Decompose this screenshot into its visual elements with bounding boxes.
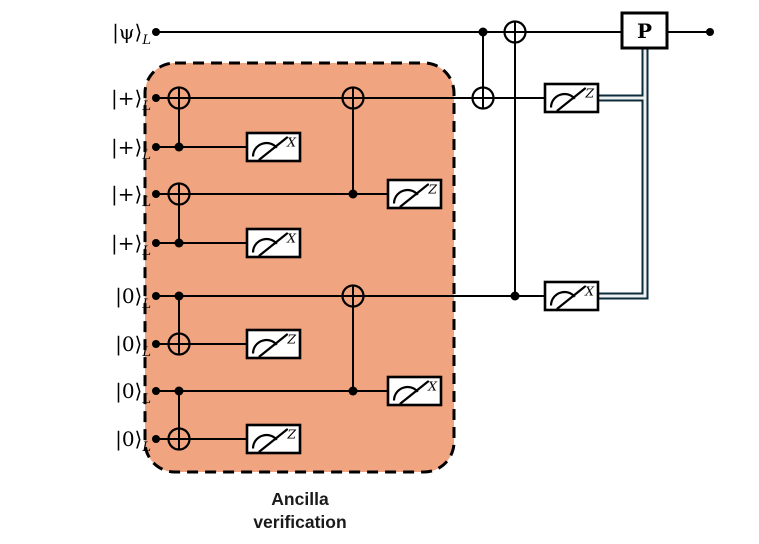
measurement-gate-z: Z: [543, 82, 600, 114]
ancilla-verification-caption: Ancilla verification: [253, 489, 346, 532]
measurement-gate-z: Z: [386, 178, 443, 210]
cnot-control-dot: [348, 386, 358, 396]
wire-start-dot: [152, 340, 160, 348]
measurement-gates: X X Z Z Z X Z X: [245, 82, 600, 455]
cnot-control-dot: [478, 27, 488, 37]
wire-start-dot: [152, 292, 160, 300]
wire-start-dot: [152, 28, 160, 36]
wire-label-psi: |ψ⟩L: [112, 20, 151, 48]
measure-basis-label: X: [286, 231, 297, 246]
pauli-correction-box: [620, 11, 669, 50]
classical-wires-outer: [598, 48, 649, 300]
cnot-control-dot: [174, 238, 184, 248]
wire-start-dot: [152, 190, 160, 198]
wire-labels: |ψ⟩L |+⟩L |+⟩L |+⟩L |+⟩L |0⟩L |0⟩L |0⟩L …: [111, 20, 151, 455]
caption-line-2: verification: [253, 512, 346, 532]
cnot-control-dot: [174, 142, 184, 152]
cnot-control-dot: [510, 291, 520, 301]
measurement-gate-z: Z: [245, 423, 302, 455]
measurement-gate-z: Z: [245, 328, 302, 360]
wire-label-zero-3: |0⟩L: [115, 379, 151, 407]
wire-start-dot: [152, 143, 160, 151]
measurement-gate-x: X: [386, 375, 443, 407]
measure-basis-label: X: [286, 135, 297, 150]
wire-label-zero-2: |0⟩L: [115, 332, 151, 360]
pauli-correction-label: P: [637, 19, 652, 43]
measure-basis-label: Z: [286, 332, 296, 347]
cnot-connectors: [178, 21, 516, 450]
measurement-gate-x: X: [543, 280, 600, 312]
cnot-control-dot: [174, 386, 184, 396]
pauli-correction-gate: P: [620, 11, 669, 50]
wire-label-plus-3: |+⟩L: [111, 182, 151, 210]
wire-end-dot: [706, 28, 714, 36]
measurement-gate-x: X: [245, 131, 302, 163]
wire-label-zero-4: |0⟩L: [115, 427, 151, 455]
wire-label-zero-1: |0⟩L: [115, 284, 151, 312]
measurement-gate-x: X: [245, 227, 302, 259]
cnot-control-dot: [174, 291, 184, 301]
wire-start-dot: [152, 94, 160, 102]
wire-start-dot: [152, 239, 160, 247]
wire-label-plus-1: |+⟩L: [111, 86, 151, 114]
measure-basis-label: X: [584, 284, 595, 299]
caption-line-1: Ancilla: [271, 489, 329, 509]
wire-label-plus-2: |+⟩L: [111, 135, 151, 163]
measure-basis-label: Z: [584, 86, 594, 101]
measure-basis-label: X: [427, 379, 438, 394]
wire-start-dot: [152, 387, 160, 395]
cnot-control-dot: [348, 189, 358, 199]
quantum-wires: [156, 31, 710, 440]
ancilla-verification-box: [143, 61, 456, 474]
wire-label-plus-4: |+⟩L: [111, 231, 151, 259]
classical-wires-inner: [598, 48, 647, 298]
measure-basis-label: Z: [286, 427, 296, 442]
wire-start-dot: [152, 435, 160, 443]
measure-basis-label: Z: [427, 182, 437, 197]
